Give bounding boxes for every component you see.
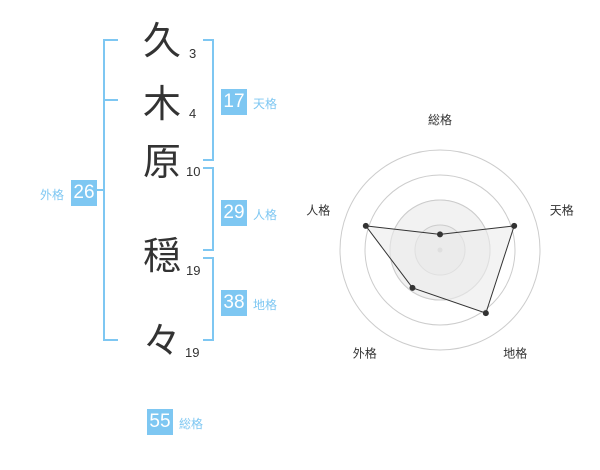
radar-axis-label-3: 地格 <box>503 346 527 361</box>
radar-ring <box>364 174 516 326</box>
stroke-count-1: 3 <box>189 46 197 61</box>
name-char-5: 々 <box>143 319 182 363</box>
name-char-2: 木 <box>143 82 182 126</box>
radar-axis-label-5: 人格 <box>306 202 330 217</box>
name-char-1: 久 <box>143 19 182 63</box>
radar-point-4 <box>409 284 416 291</box>
jinkaku-bracket <box>203 167 214 251</box>
soukaku-label: 総格 <box>179 417 204 431</box>
radar-axis-label-2: 天格 <box>550 202 574 217</box>
jinkaku-label: 人格 <box>253 208 278 222</box>
radar-ring <box>339 149 541 351</box>
tenkaku-label: 天格 <box>253 97 278 111</box>
chikaku-badge: 38 <box>221 290 247 316</box>
name-char-3: 原 <box>143 140 182 184</box>
radar-axis-label-4: 外格 <box>353 346 377 361</box>
tenkaku-bracket <box>203 39 214 161</box>
chikaku-bracket <box>203 257 214 341</box>
stroke-count-2: 4 <box>189 106 197 121</box>
radar-polygon <box>364 225 515 314</box>
radar-point-3 <box>482 310 489 317</box>
gaikaku-label: 外格 <box>40 188 65 202</box>
stroke-count-3: 10 <box>186 164 201 179</box>
name-char-4: 穏 <box>143 234 182 278</box>
chikaku-label: 地格 <box>253 298 278 312</box>
stroke-count-5: 19 <box>185 345 200 360</box>
jinkaku-badge: 29 <box>221 200 247 226</box>
radar-point-1 <box>437 231 443 238</box>
tenkaku-badge: 17 <box>221 89 247 115</box>
radar-axis-label-1: 総格 <box>428 112 452 127</box>
soukaku-badge: 55 <box>147 409 173 435</box>
radar-point-5 <box>362 222 369 229</box>
radar-point-2 <box>511 222 518 229</box>
gaikaku-badge: 26 <box>71 180 97 206</box>
stroke-count-4: 19 <box>186 263 201 278</box>
